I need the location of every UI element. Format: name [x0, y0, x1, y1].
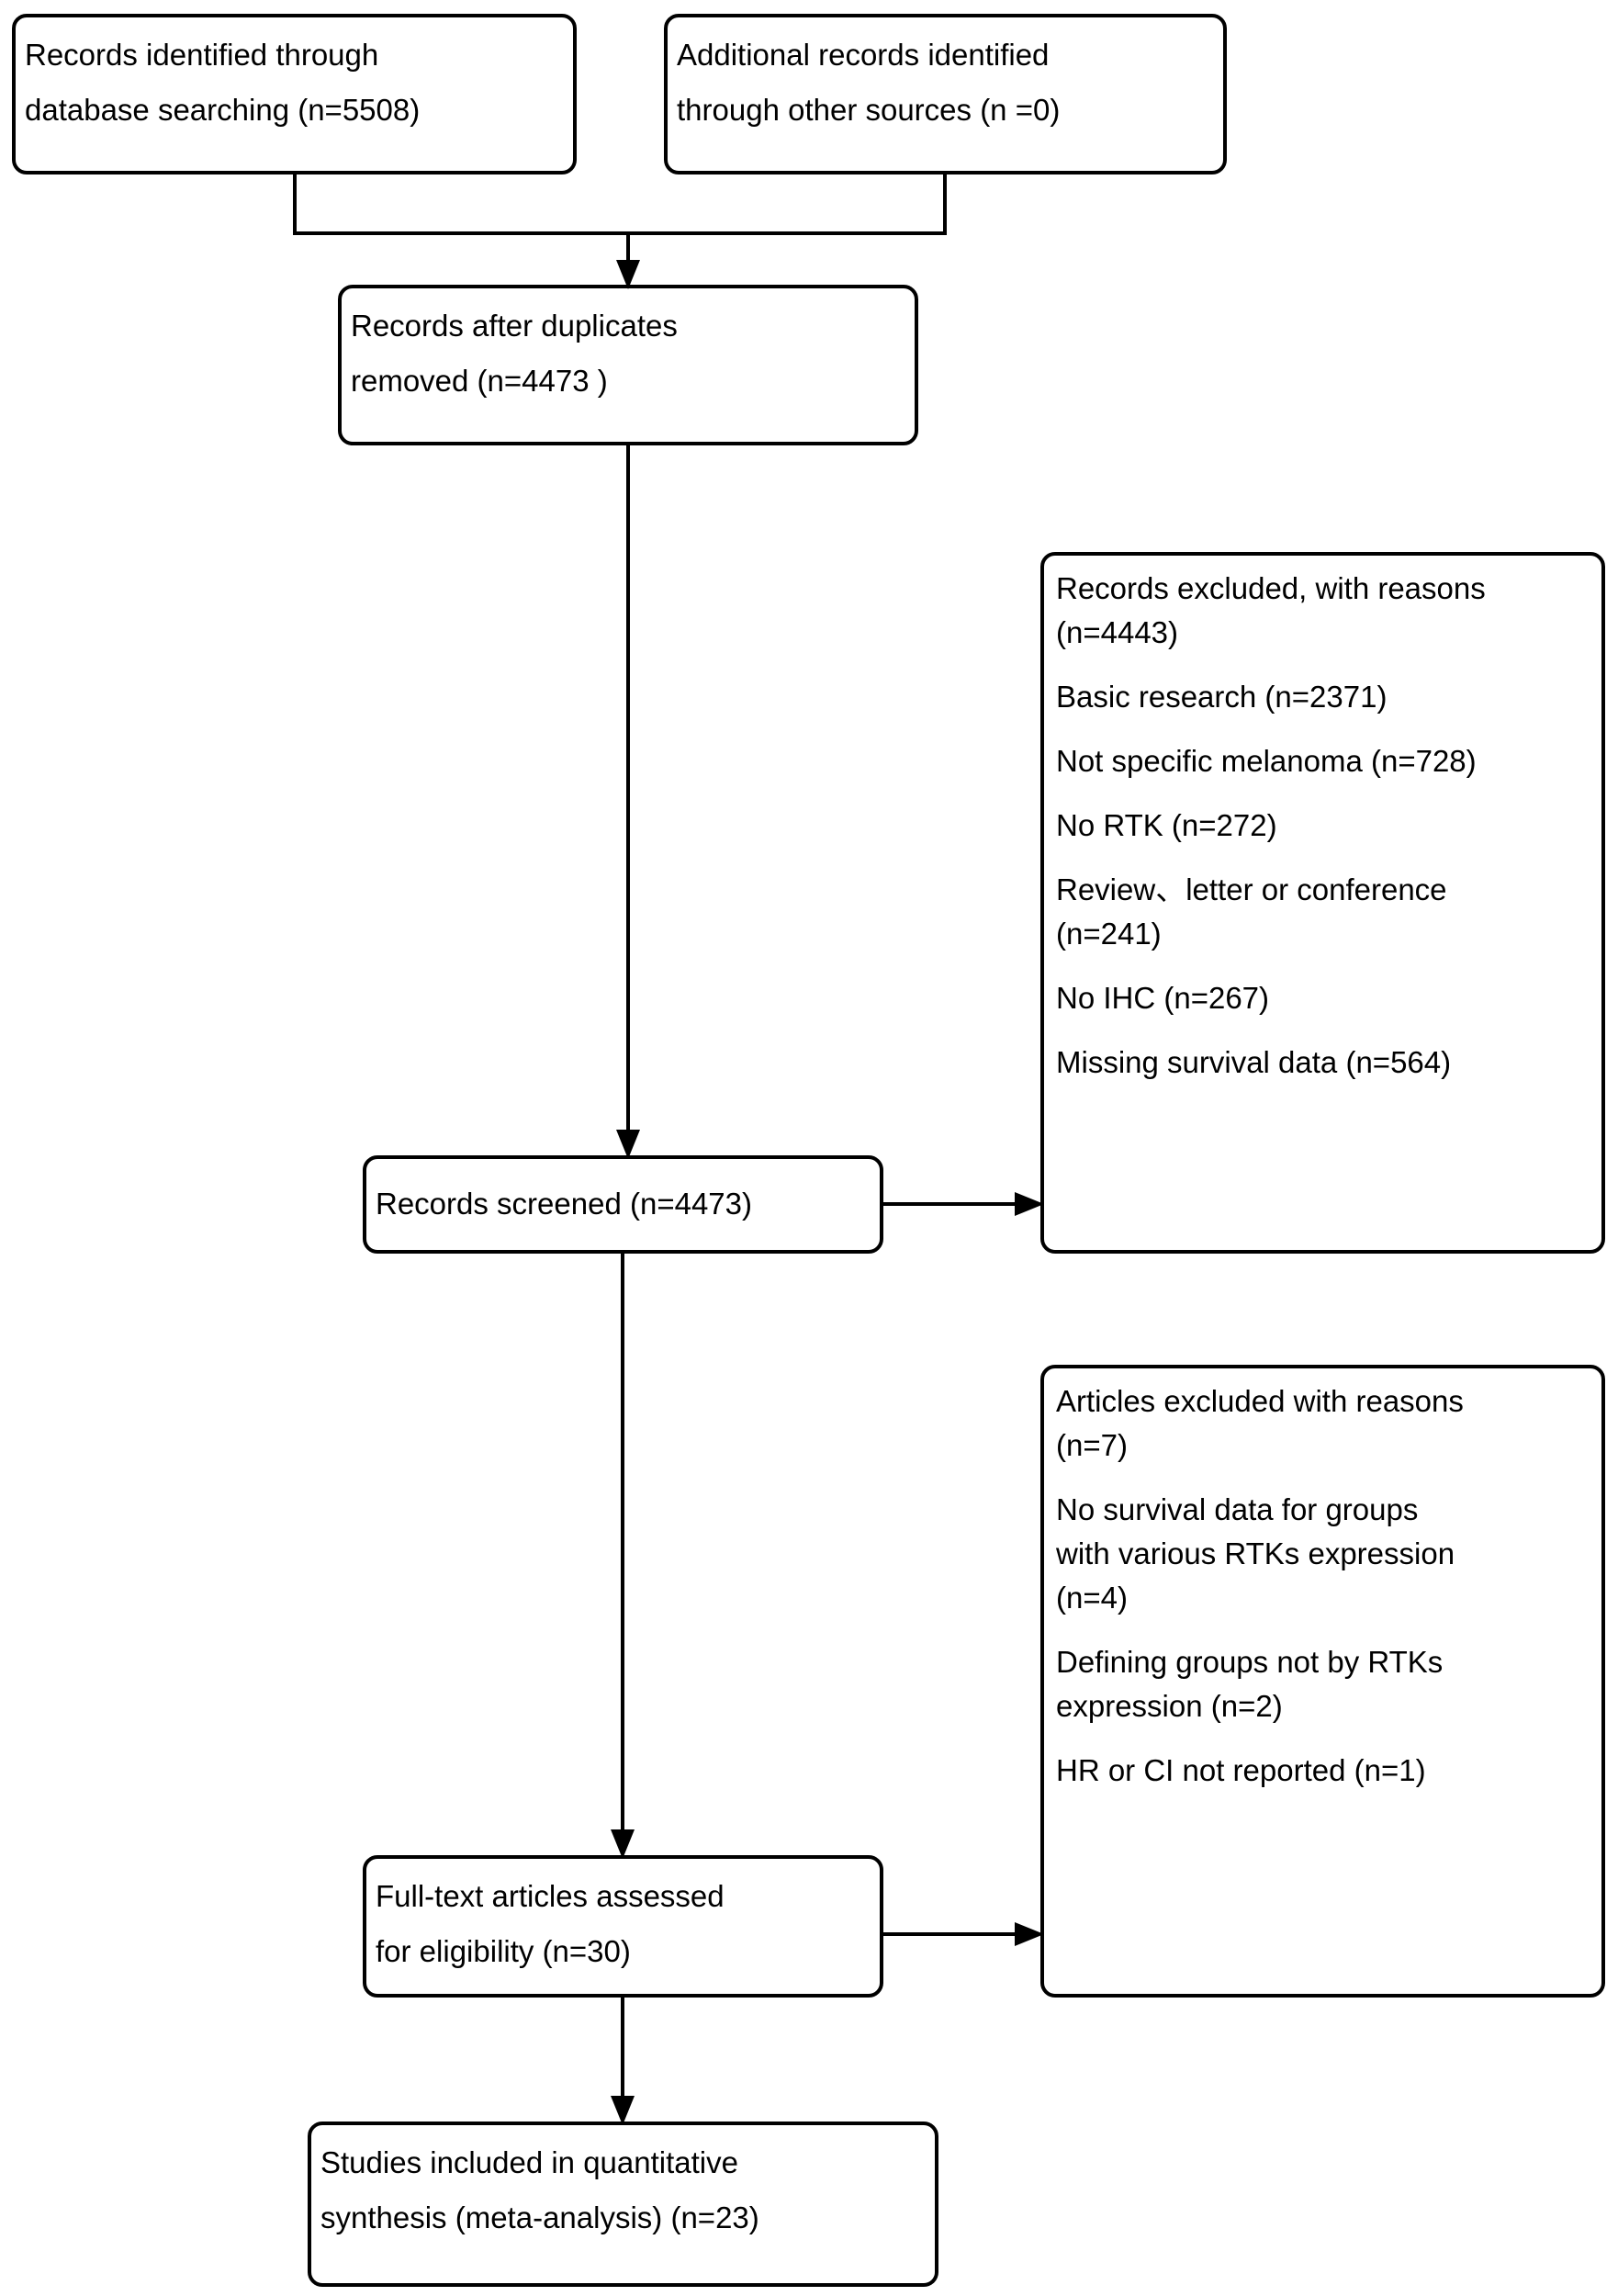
label-records-identified-other: Additional records identified through ot… [677, 38, 1061, 127]
articles-excluded-reason-1-line2: expression (n=2) [1056, 1689, 1283, 1723]
label-records-screened: Records screened (n=4473) [376, 1187, 752, 1221]
label-records-after-duplicates: Records after duplicates removed (n=4473… [351, 309, 678, 398]
arrowhead-merge-to-duplicates [616, 260, 640, 289]
records-excluded-reason-3-line1: Review、letter or conference [1056, 872, 1447, 906]
articles-excluded-title: Articles excluded with reasons [1056, 1384, 1464, 1418]
articles-excluded-reason-1: Defining groups not by RTKs expression (… [1056, 1640, 1607, 1728]
articles-excluded-reason-1-line1: Defining groups not by RTKs [1056, 1645, 1444, 1679]
connector-identified-to-merge [293, 173, 947, 235]
records-excluded-title: Records excluded, with reasons [1056, 571, 1486, 605]
records-excluded-reason-3: Review、letter or conference (n=241) [1056, 868, 1607, 956]
records-excluded-reason-5: Missing survival data (n=564) [1056, 1045, 1452, 1079]
records-excluded-reason-1: Not specific melanoma (n=728) [1056, 744, 1477, 778]
label-fulltext-assessed: Full-text articles assessed for eligibil… [376, 1879, 725, 1968]
arrowhead-screened-to-excluded [1015, 1192, 1044, 1216]
articles-excluded-reason-0-line1: No survival data for groups [1056, 1492, 1419, 1526]
box-articles-excluded-reasons [1040, 1365, 1605, 1998]
records-excluded-reason-2: No RTK (n=272) [1056, 808, 1277, 842]
arrowhead-fulltext-to-excluded [1015, 1922, 1044, 1946]
label-records-excluded-reasons: Records excluded, with reasons (n=4443) … [1056, 567, 1607, 1085]
articles-excluded-reason-2: HR or CI not reported (n=1) [1056, 1753, 1426, 1787]
articles-excluded-reason-0: No survival data for groups with various… [1056, 1488, 1607, 1620]
records-excluded-reason-4: No IHC (n=267) [1056, 981, 1270, 1015]
arrowhead-fulltext-to-included [611, 2096, 635, 2125]
label-articles-excluded-reasons: Articles excluded with reasons (n=7) No … [1056, 1379, 1607, 1793]
records-excluded-reason-3-line2: (n=241) [1056, 917, 1162, 951]
label-records-identified-database: Records identified through database sear… [25, 38, 421, 127]
label-studies-included: Studies included in quantitative synthes… [320, 2145, 759, 2234]
records-excluded-reason-0: Basic research (n=2371) [1056, 680, 1388, 714]
box-records-excluded-reasons [1040, 552, 1605, 1254]
articles-excluded-reason-0-line2: with various RTKs expression [1056, 1536, 1455, 1570]
articles-excluded-total: (n=7) [1056, 1428, 1128, 1462]
articles-excluded-reason-0-line3: (n=4) [1056, 1581, 1128, 1615]
records-excluded-total: (n=4443) [1056, 615, 1179, 649]
arrowhead-duplicates-to-screened [616, 1130, 640, 1159]
arrowhead-screened-to-fulltext [611, 1829, 635, 1859]
